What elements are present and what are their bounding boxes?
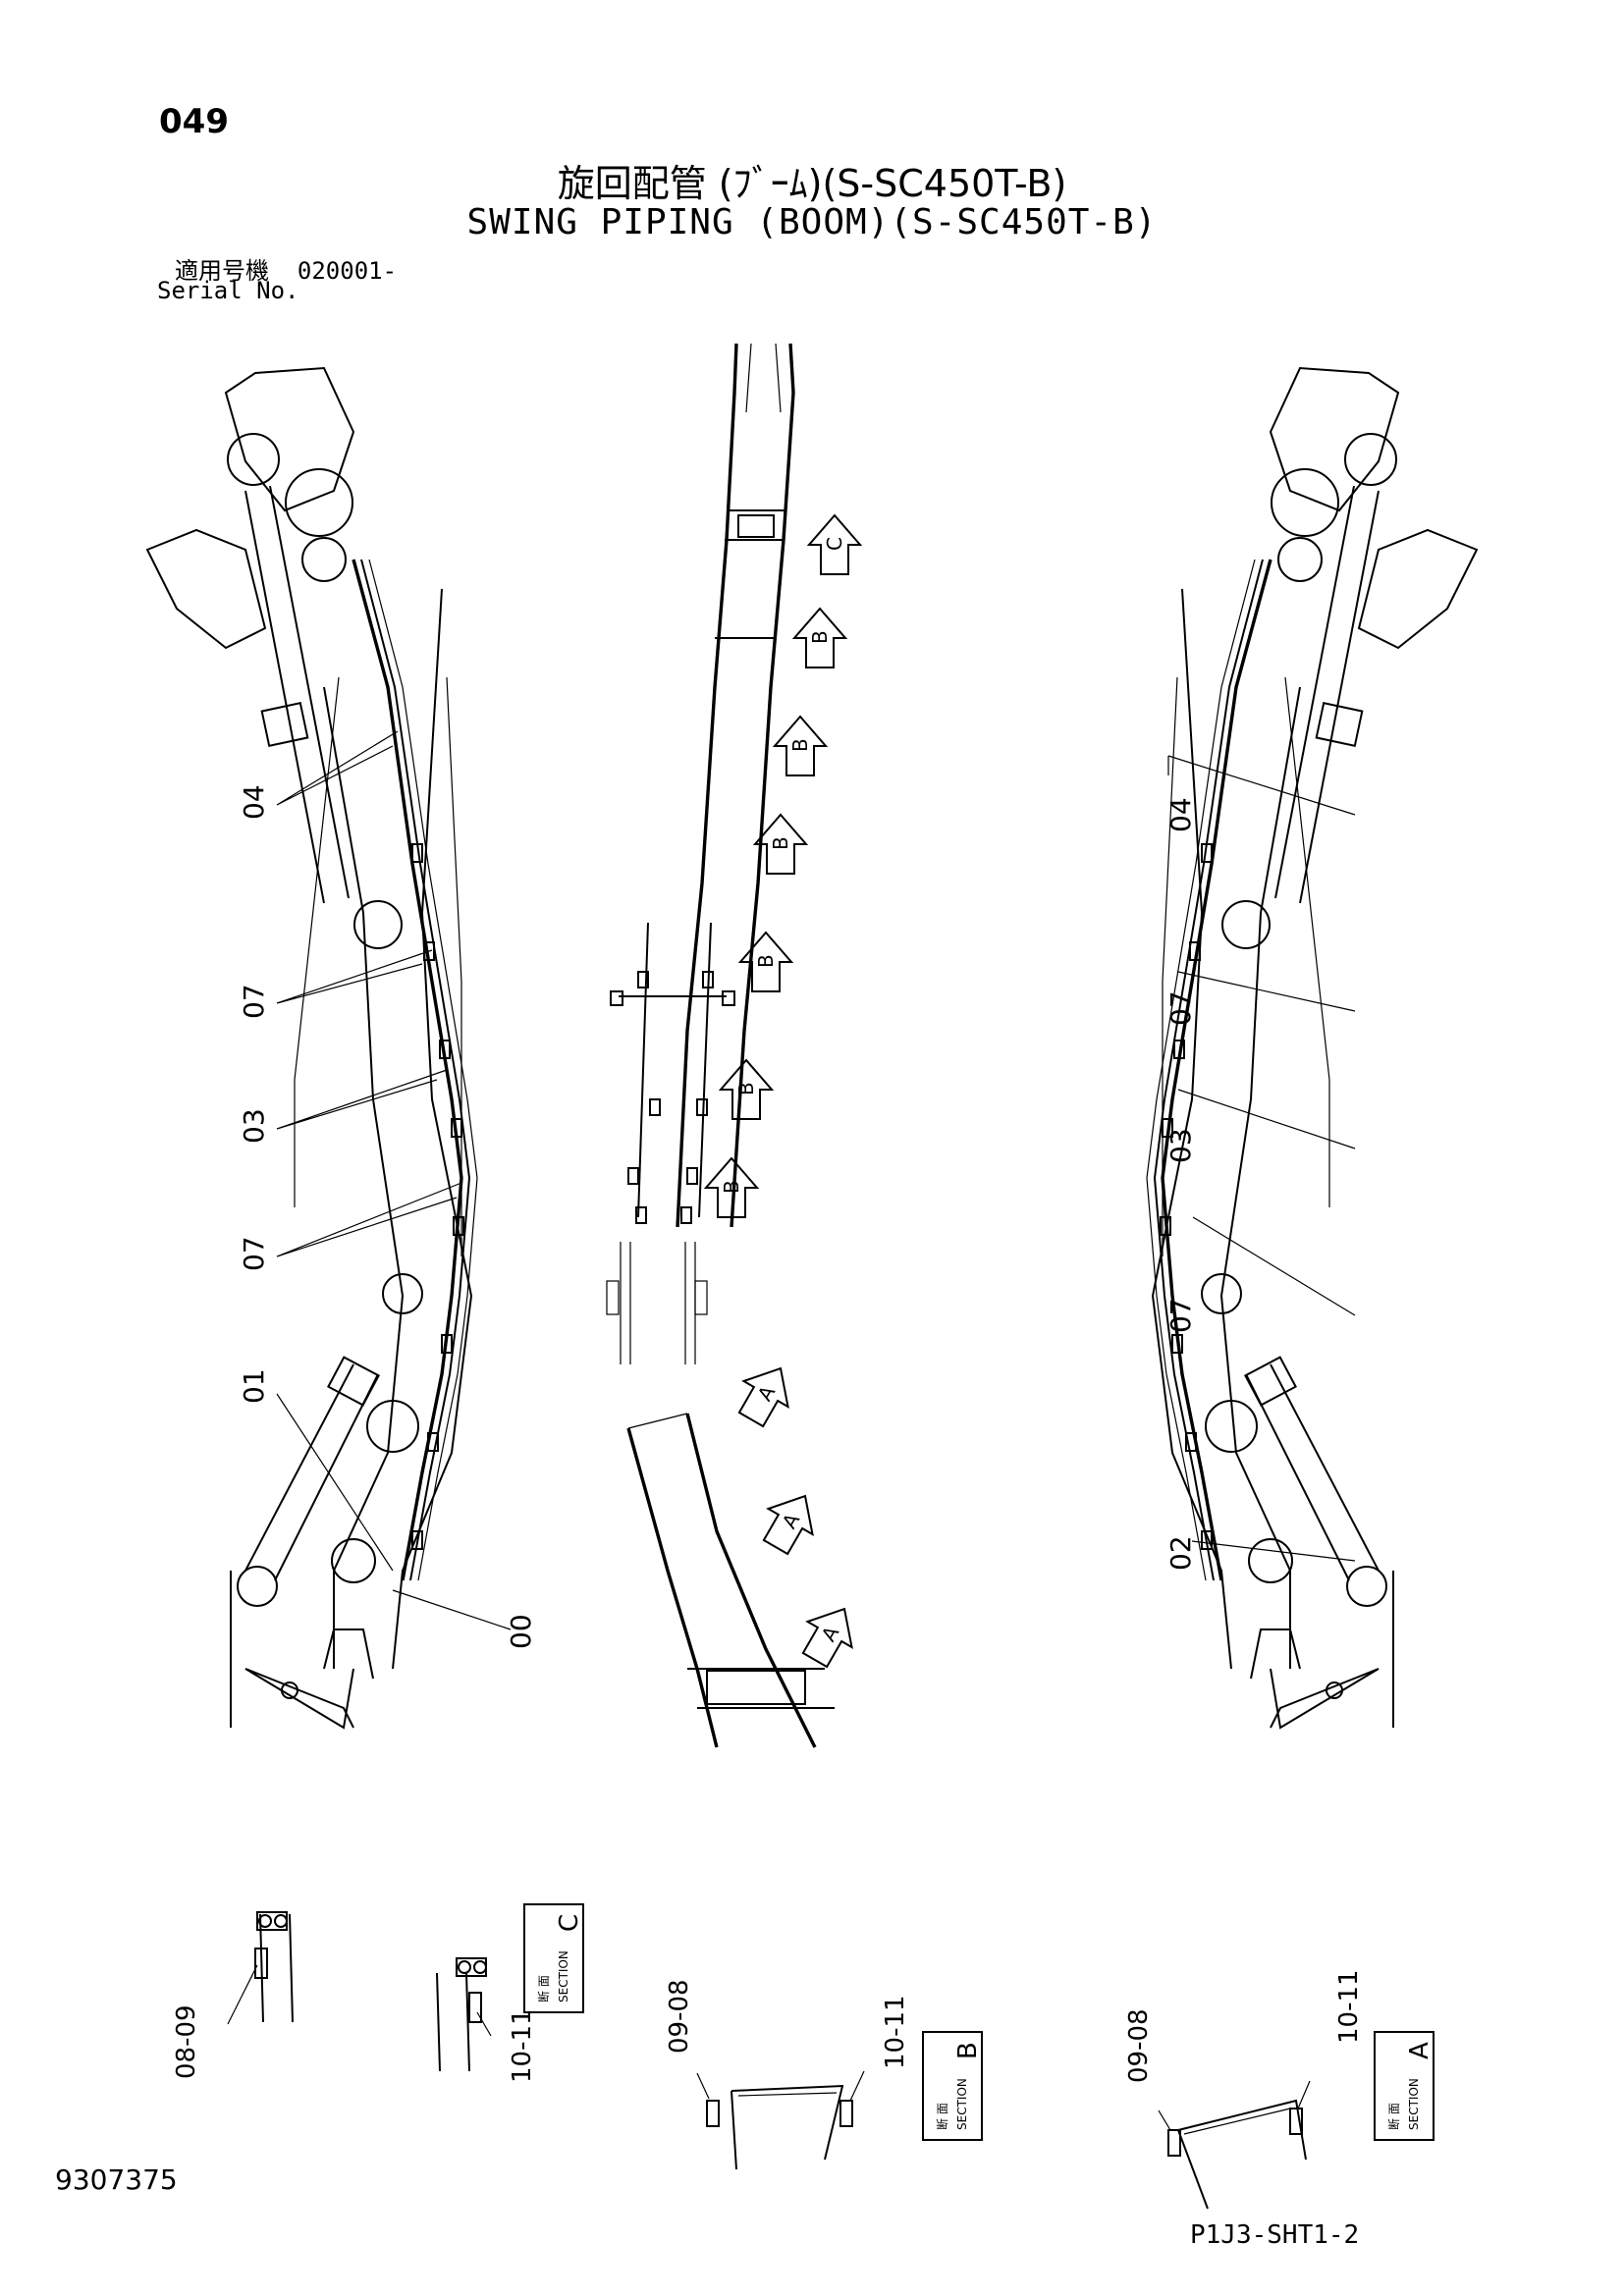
section-b-box: B 断 面 SECTION bbox=[922, 2031, 983, 2141]
callout-right-07b: 07 bbox=[1164, 1298, 1197, 1333]
right-leader-lines bbox=[1167, 755, 1356, 1562]
section-b-label-2: 10-11 bbox=[881, 1995, 910, 2069]
section-arrow-b4-label: B bbox=[754, 954, 778, 968]
serial-label-english: Serial No. bbox=[157, 277, 299, 304]
section-arrow-a2-label: A bbox=[778, 1509, 805, 1532]
section-a-label-2: 10-11 bbox=[1334, 1969, 1364, 2044]
serial-label-japanese: 適用号機 020001- bbox=[175, 251, 397, 286]
section-a-detail: 09-08 10-11 bbox=[1124, 1969, 1364, 2210]
callout-right-04: 04 bbox=[1164, 797, 1197, 832]
document-number: 9307375 bbox=[55, 2163, 178, 2196]
right-boom-view bbox=[1146, 366, 1479, 1730]
callout-right-07a: 07 bbox=[1164, 990, 1197, 1026]
title-english: SWING PIPING (BOOM)(S-SC450T-B) bbox=[466, 202, 1158, 242]
section-a-en: SECTION bbox=[1407, 2078, 1421, 2130]
section-c-en: SECTION bbox=[557, 1950, 570, 2002]
section-b-label-1: 09-08 bbox=[665, 1979, 694, 2054]
section-a-letter: A bbox=[1405, 2042, 1435, 2059]
section-arrow-b1: B bbox=[791, 607, 848, 668]
section-arrow-b3-label: B bbox=[769, 836, 792, 850]
section-c-jp: 断 面 bbox=[536, 1975, 551, 2002]
section-c-label-2: 10-11 bbox=[508, 2008, 537, 2083]
serial-value: 020001- bbox=[297, 257, 398, 285]
left-callouts: 04 07 03 07 01 00 bbox=[238, 784, 537, 1649]
section-arrow-b5: B bbox=[718, 1058, 775, 1120]
callout-left-01: 01 bbox=[238, 1368, 270, 1404]
callout-left-03: 03 bbox=[238, 1108, 270, 1144]
section-a-box: A 断 面 SECTION bbox=[1374, 2031, 1435, 2141]
section-arrow-c: C bbox=[806, 513, 863, 575]
section-arrow-b6: B bbox=[703, 1156, 760, 1218]
section-arrow-a1-label: A bbox=[753, 1381, 781, 1405]
callout-right-02: 02 bbox=[1164, 1535, 1197, 1571]
section-c-label-1: 08-09 bbox=[172, 2004, 201, 2079]
callout-left-07a: 07 bbox=[238, 984, 270, 1019]
section-arrow-a2: A bbox=[762, 1494, 814, 1556]
section-arrows: C B B B B B B A bbox=[703, 513, 863, 1669]
page-number: 049 bbox=[159, 102, 229, 141]
center-section-view bbox=[606, 343, 835, 1748]
callout-left-07b: 07 bbox=[238, 1236, 270, 1271]
callout-left-04: 04 bbox=[238, 784, 270, 820]
section-arrow-b1-label: B bbox=[808, 630, 832, 644]
section-c-box: C 断 面 SECTION bbox=[523, 1903, 584, 2013]
section-arrow-a1: A bbox=[737, 1366, 789, 1428]
section-arrow-b2: B bbox=[772, 715, 829, 776]
section-b-jp: 断 面 bbox=[935, 2103, 949, 2130]
section-a-label-1: 09-08 bbox=[1124, 2008, 1154, 2083]
section-arrow-a3: A bbox=[801, 1607, 853, 1669]
section-arrow-c-label: C bbox=[823, 537, 846, 551]
serial-label-jp-text: 適用号機 bbox=[175, 257, 269, 285]
section-a-jp: 断 面 bbox=[1386, 2103, 1401, 2130]
left-leader-lines bbox=[276, 730, 512, 1630]
section-c-letter: C bbox=[555, 1914, 584, 1932]
section-arrow-b6-label: B bbox=[720, 1180, 743, 1194]
right-callouts: 04 07 03 07 02 bbox=[1164, 797, 1197, 1571]
section-c-detail-2: 10-11 bbox=[436, 1957, 537, 2083]
section-arrow-b4: B bbox=[737, 931, 794, 992]
section-arrow-a3-label: A bbox=[817, 1622, 844, 1645]
callout-left-00: 00 bbox=[505, 1614, 537, 1649]
title-japanese: 旋回配管 (ﾌﾞｰﾑ)(S-SC450T-B) bbox=[557, 162, 1067, 205]
section-b-letter: B bbox=[953, 2042, 983, 2059]
left-boom-view bbox=[145, 366, 478, 1730]
section-b-en: SECTION bbox=[955, 2078, 969, 2130]
section-c-detail-1: 08-09 bbox=[172, 1911, 294, 2079]
sheet-code: P1J3-SHT1-2 bbox=[1190, 2220, 1360, 2250]
section-arrow-b5-label: B bbox=[734, 1082, 758, 1095]
section-arrow-b2-label: B bbox=[788, 738, 812, 752]
section-arrow-b3: B bbox=[752, 813, 809, 875]
section-b-detail: 09-08 10-11 bbox=[665, 1979, 910, 2170]
callout-right-03: 03 bbox=[1164, 1128, 1197, 1163]
